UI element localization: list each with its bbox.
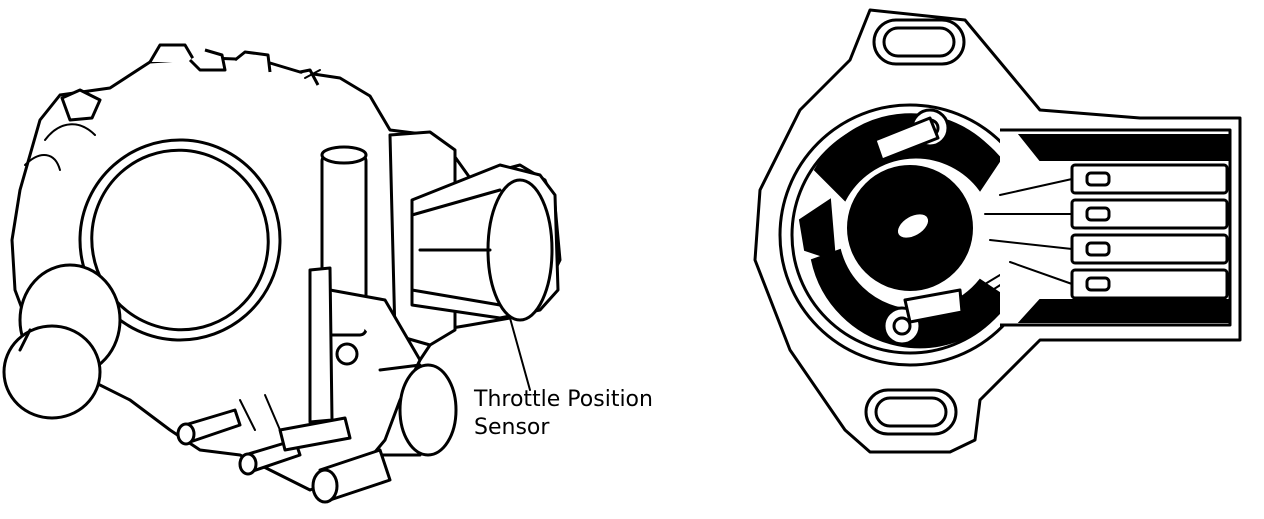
callout-line-1: Throttle Position xyxy=(474,387,653,412)
callout-leader-line xyxy=(509,317,531,391)
sensor-internal-drawing xyxy=(753,8,1242,454)
callout-line-2: Sensor xyxy=(474,415,550,440)
throttle-body-drawing xyxy=(2,43,562,504)
throttle-position-sensor-callout: Throttle Position Sensor xyxy=(474,386,653,442)
